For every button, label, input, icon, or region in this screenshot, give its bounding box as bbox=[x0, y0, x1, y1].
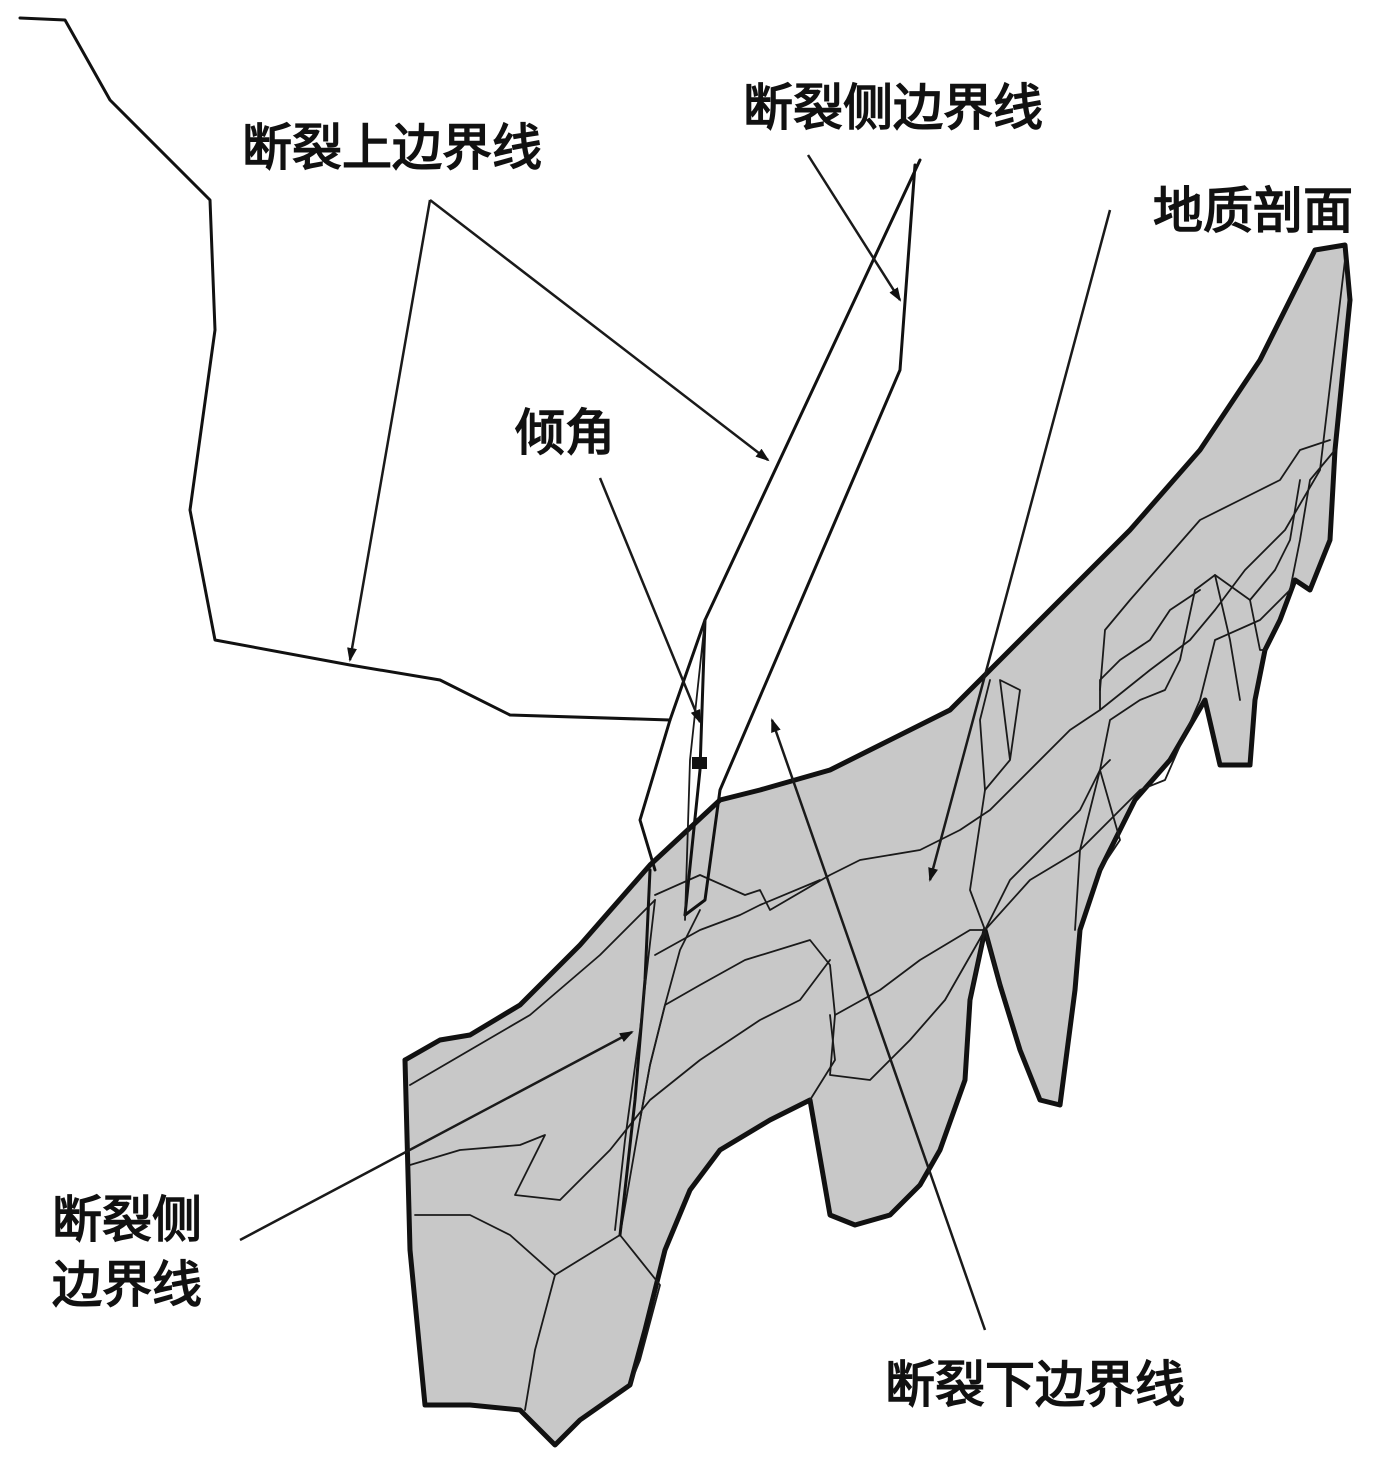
label-geologic-section: 地质剖面 bbox=[1153, 181, 1353, 240]
label-dip-angle: 倾角 bbox=[514, 403, 615, 462]
leader-lines bbox=[239, 154, 1112, 1331]
label-fault-side-boundary-top: 断裂侧边界线 bbox=[743, 78, 1043, 137]
strata-lines bbox=[409, 259, 1346, 1411]
dip-angle-marker bbox=[692, 757, 707, 769]
label-fault-lower-boundary: 断裂下边界线 bbox=[885, 1355, 1185, 1414]
label-fault-upper-boundary: 断裂上边界线 bbox=[242, 118, 542, 177]
section-upper-edge bbox=[402, 242, 1353, 1063]
geologic-section-surface bbox=[405, 245, 1350, 1445]
fault-plane-lines bbox=[614, 158, 922, 1237]
fault-upper-boundary-line bbox=[18, 16, 672, 722]
label-fault-side-boundary-left-line1: 断裂侧 bbox=[52, 1190, 202, 1249]
label-fault-side-boundary-left-line2: 边界线 bbox=[52, 1255, 202, 1314]
